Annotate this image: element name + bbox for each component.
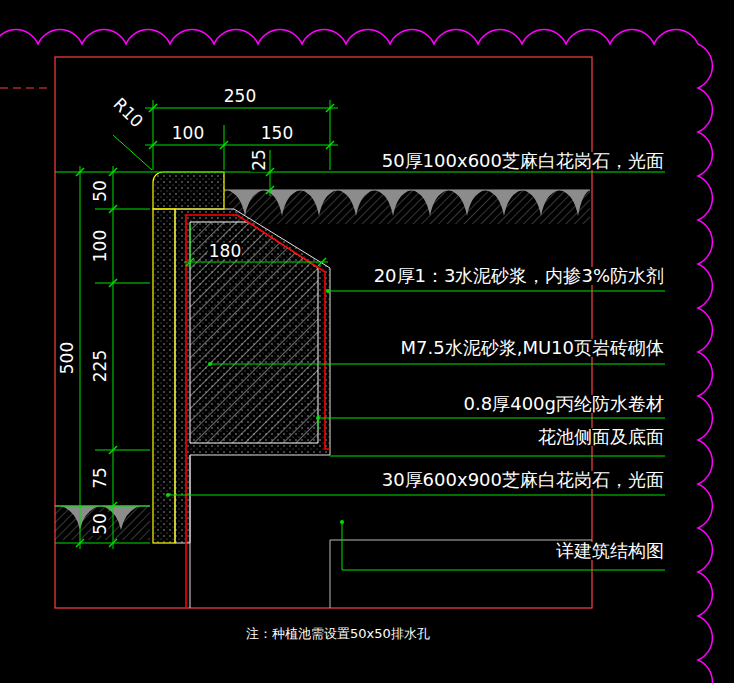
dimension-ticks (109, 168, 117, 176)
dimension-lines (145, 145, 338, 146)
dimension-ticks (149, 104, 157, 112)
dimension-ticks (109, 539, 117, 547)
structure-outline (330, 540, 331, 608)
revision-cloud (0, 30, 712, 683)
dimension-value: 150 (260, 125, 294, 142)
dimension-value: 75 (92, 466, 109, 490)
material-note: 20厚1：3水泥砂浆，内掺3%防水剂 (373, 267, 665, 285)
dimension-lines (55, 543, 150, 544)
dimension-ticks (220, 141, 228, 149)
dimension-lines (95, 450, 150, 451)
dimension-ticks (76, 168, 84, 176)
dimension-value: 50 (92, 512, 109, 536)
leader-dots (166, 289, 344, 524)
coping-stone (153, 172, 224, 209)
structure-outline (330, 540, 592, 608)
leader-dots (166, 493, 170, 497)
leader-lines (330, 456, 665, 457)
dimension-value: 50 (92, 179, 109, 203)
general-note: 注：种植池需设置50x50排水孔 (245, 627, 431, 640)
planting-soil (227, 190, 590, 216)
mortar-layer (175, 209, 330, 543)
dimension-lines (55, 172, 665, 173)
reference-note: 详建筑结构图 (555, 542, 665, 560)
material-note: 0.8厚400g丙纶防水卷材 (463, 395, 665, 413)
ground-extension-line (55, 506, 150, 507)
dimension-lines (224, 125, 225, 170)
dimension-ticks (76, 104, 334, 547)
dimension-lines (145, 108, 338, 109)
waterproof-membrane (186, 215, 330, 608)
dimension-value: 500 (59, 341, 76, 375)
dimension-lines (95, 209, 150, 210)
dimension-value: 100 (171, 125, 205, 142)
dimension-ticks (109, 446, 117, 454)
material-note: M7.5水泥砂浆,MU10页岩砖砌体 (400, 339, 666, 357)
dimension-lines (113, 135, 152, 170)
finished-ground (55, 506, 150, 540)
dimension-lines (330, 100, 331, 170)
dimension-value: 225 (92, 349, 109, 383)
dimension-ticks (109, 279, 117, 287)
dimension-ticks (186, 258, 194, 266)
structure-line (190, 455, 191, 608)
leader-lines (168, 495, 665, 496)
dimension-ticks (326, 141, 334, 149)
radius-dimension: R10 (109, 94, 146, 131)
leader-lines (328, 291, 665, 292)
leader-lines (342, 522, 665, 570)
leader-dots (316, 416, 320, 420)
dashed-reference-line (0, 88, 50, 89)
material-note: 花池侧面及底面 (537, 428, 665, 446)
finished-ground (55, 506, 150, 540)
leader-dots (340, 520, 344, 524)
dimension-ticks (266, 186, 274, 194)
planting-soil (224, 190, 590, 224)
side-cladding-stone (153, 209, 175, 543)
dimension-lines (113, 166, 114, 549)
dimension-lines (153, 100, 154, 170)
material-note: 50厚100x600芝麻白花岗石，光面 (381, 152, 665, 170)
dimension-ticks (326, 104, 334, 112)
dimension-lines (95, 283, 150, 284)
leader-lines (210, 364, 665, 365)
dimension-lines (184, 262, 328, 263)
dimension-ticks (109, 205, 117, 213)
leader-dots (208, 362, 212, 366)
dimension-value: 250 (223, 88, 257, 105)
dimension-lines (80, 166, 81, 549)
leader-lines (168, 291, 665, 570)
structure-outline (330, 540, 592, 541)
finished-ground (55, 506, 150, 507)
dimension-lines (55, 100, 665, 549)
dimension-ticks (149, 141, 157, 149)
dimension-value: 100 (92, 229, 109, 263)
dimension-ticks (76, 539, 84, 547)
material-note: 30厚600x900芝麻白花岗石，光面 (381, 471, 665, 489)
leader-lines (318, 418, 665, 419)
dimension-value: 25 (251, 148, 268, 172)
dimension-value: 180 (208, 243, 242, 260)
leader-dots (326, 289, 330, 293)
dimension-ticks (318, 258, 326, 266)
detail-frame (55, 57, 592, 608)
planting-soil (224, 190, 590, 224)
